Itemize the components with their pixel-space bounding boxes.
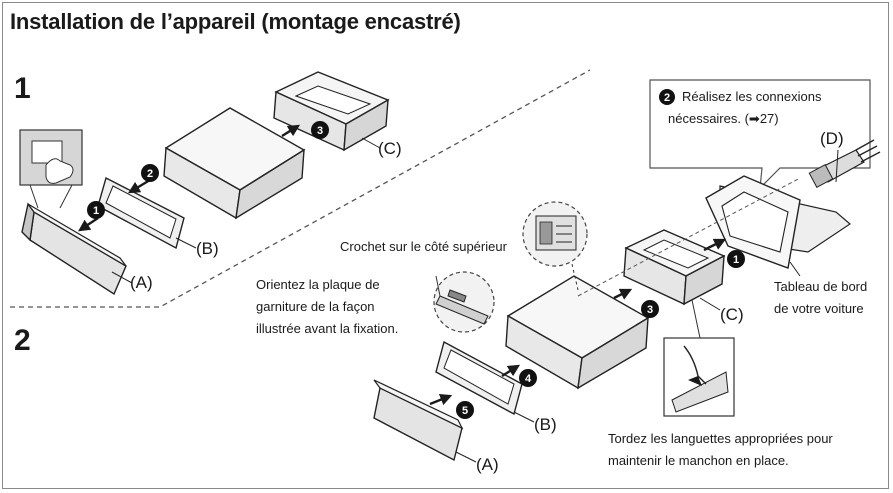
svg-text:1: 1 [733,254,739,266]
svg-text:5: 5 [462,405,468,417]
trim-plate-b-step1 [97,176,185,250]
marker-1-step2: 1 [727,250,745,268]
faceplate-a-step2 [373,379,464,462]
marker-2-step1: 2 [141,164,159,182]
label-a-step2: (A) [476,455,499,474]
svg-text:1: 1 [93,205,99,217]
label-b-step2: (B) [534,415,557,434]
page-title: Installation de l’appareil (montage enca… [10,9,461,34]
tab-bending-inset [663,299,735,417]
step-number-2: 2 [14,324,31,357]
tabs-note-line2: maintenir le manchon en place. [608,453,789,468]
orient-note-line3: illustrée avant la fixation. [256,321,399,336]
faceplate-a-step1 [21,202,127,296]
trim-orientation-magnifier [433,271,495,333]
connections-note-line2: nécessaires. (➡27) [668,111,779,126]
marker-4-step2: 4 [519,369,537,387]
svg-text:3: 3 [317,125,323,137]
connector-d [808,139,881,188]
car-dashboard [705,175,851,269]
dashboard-note-line1: Tableau de bord [774,279,868,294]
dashboard-note-line2: de votre voiture [774,301,864,316]
svg-text:2: 2 [147,168,153,180]
svg-text:3: 3 [647,304,653,316]
label-a-step1: (A) [130,273,153,292]
marker-2-callout: 2 [659,89,675,105]
marker-3-step2: 3 [641,300,659,318]
trim-plate-b-step2 [435,340,523,416]
svg-text:2: 2 [664,92,670,104]
label-c-step1: (C) [378,139,402,158]
svg-text:4: 4 [525,373,532,385]
marker-1-step1: 1 [87,201,105,219]
mounting-sleeve-c-step2 [623,229,726,306]
step-divider [10,69,591,308]
hook-detail-magnifier [522,201,588,291]
marker-3-step1: 3 [311,121,329,139]
orient-note-line2: garniture de la façon [256,299,375,314]
marker-5-step2: 5 [456,401,474,419]
connections-callout-box [649,79,871,190]
label-d: (D) [820,129,844,148]
orient-note-line1: Orientez la plaque de [256,277,380,292]
step-number-1: 1 [14,72,31,105]
connections-note-line1: Réalisez les connexions [682,89,822,104]
mounting-sleeve-c-step1 [273,71,390,152]
receiver-unit-step2 [505,275,650,390]
receiver-unit-step1 [163,107,306,220]
label-b-step1: (B) [196,239,219,258]
tabs-note-line1: Tordez les languettes appropriées pour [608,431,833,446]
hook-note: Crochet sur le côté supérieur [340,239,507,254]
press-release-callout [19,129,83,209]
label-c-step2: (C) [720,305,744,324]
